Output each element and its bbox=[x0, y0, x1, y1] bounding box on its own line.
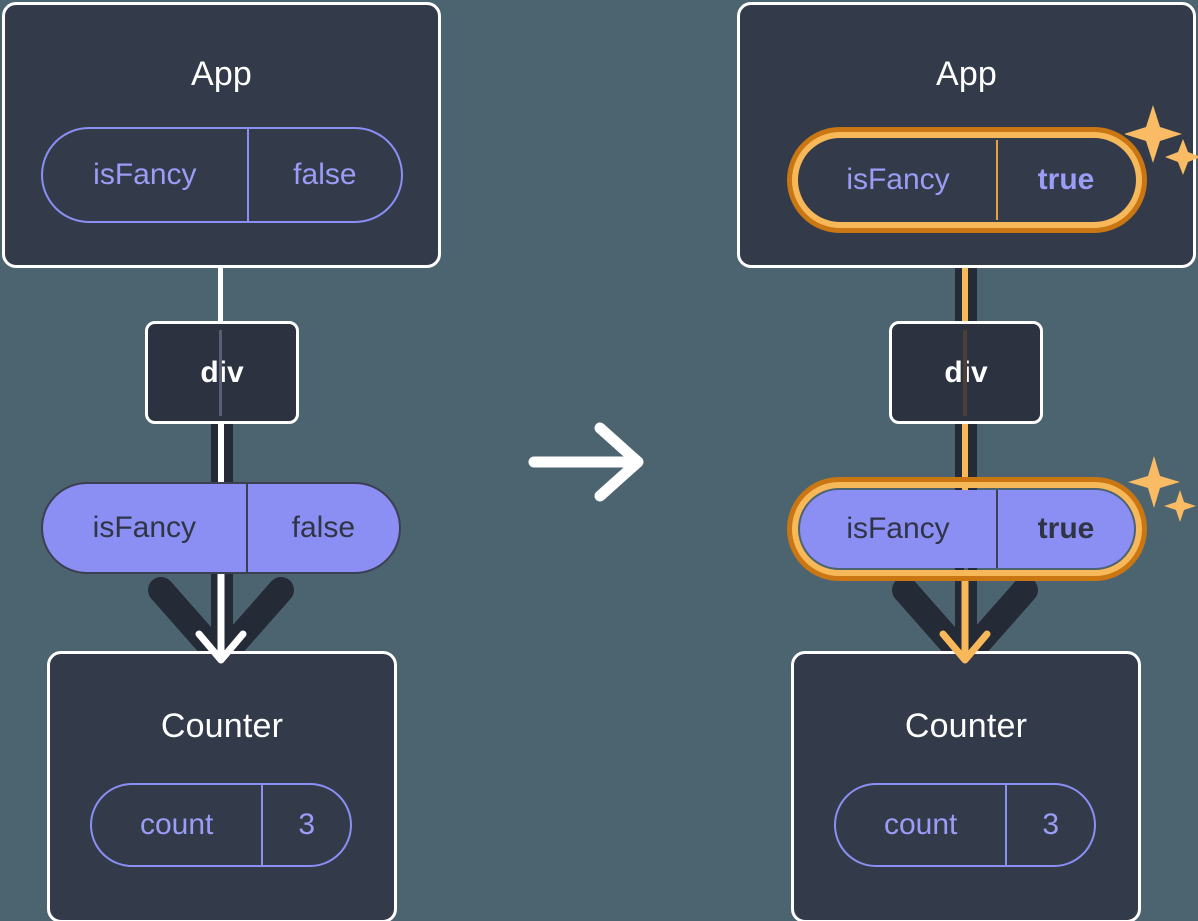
app-title-before: App bbox=[190, 55, 253, 93]
connector-div-to-props-left bbox=[211, 421, 220, 493]
connector-app-to-div-left bbox=[218, 266, 223, 324]
props-pill-after[interactable]: isFancy true bbox=[787, 477, 1147, 581]
props-key-before: isFancy bbox=[92, 511, 197, 544]
counter-state-key-after: count bbox=[883, 808, 958, 841]
transition-arrow-icon bbox=[528, 422, 644, 502]
connector-props-to-counter-left-b bbox=[224, 560, 233, 660]
app-title-after: App bbox=[935, 55, 998, 93]
counter-state-pill-before[interactable]: count 3 bbox=[90, 783, 352, 867]
app-state-value-after: true bbox=[996, 140, 1134, 220]
connector-center-white-left bbox=[218, 421, 224, 493]
highlight-ring-outer-app bbox=[787, 127, 1147, 233]
counter-state-pill-after[interactable]: count 3 bbox=[834, 783, 1096, 867]
app-state-key-after: isFancy bbox=[846, 163, 950, 196]
props-key-after: isFancy bbox=[846, 512, 950, 545]
connector-app-to-div-right-orange bbox=[962, 228, 968, 328]
props-pill-inner-after: isFancy true bbox=[800, 490, 1134, 568]
app-state-pill-inner-after: isFancy true bbox=[800, 140, 1134, 220]
div-node-before[interactable]: div bbox=[145, 321, 299, 424]
connector-div-to-props-left-b bbox=[224, 421, 233, 493]
counter-state-value-before: 3 bbox=[261, 785, 350, 865]
connector-div-to-props-right-b bbox=[968, 421, 977, 493]
app-state-pill-after[interactable]: isFancy true bbox=[787, 127, 1147, 233]
connector-div-to-props-right-orange bbox=[962, 421, 968, 493]
connector-app-to-div-right-b bbox=[968, 228, 977, 328]
counter-state-value-after: 3 bbox=[1005, 785, 1094, 865]
props-value-before: false bbox=[245, 484, 399, 572]
connector-through-div-left bbox=[219, 330, 222, 416]
app-state-pill-before[interactable]: isFancy false bbox=[41, 127, 403, 223]
counter-title-after: Counter bbox=[904, 707, 1028, 745]
highlight-ring-inner-app bbox=[792, 132, 1142, 228]
counter-title-before: Counter bbox=[160, 707, 284, 745]
counter-state-key-before: count bbox=[139, 808, 214, 841]
connector-through-div-right bbox=[963, 330, 967, 416]
connector-app-to-div-right-a bbox=[955, 228, 964, 328]
props-pill-before[interactable]: isFancy false bbox=[41, 482, 401, 574]
props-value-after: true bbox=[996, 490, 1134, 568]
connector-props-to-counter-left bbox=[211, 560, 220, 660]
app-state-key-before: isFancy bbox=[93, 158, 197, 191]
app-state-value-before: false bbox=[246, 129, 401, 221]
connector-div-to-props-right-a bbox=[955, 421, 964, 493]
